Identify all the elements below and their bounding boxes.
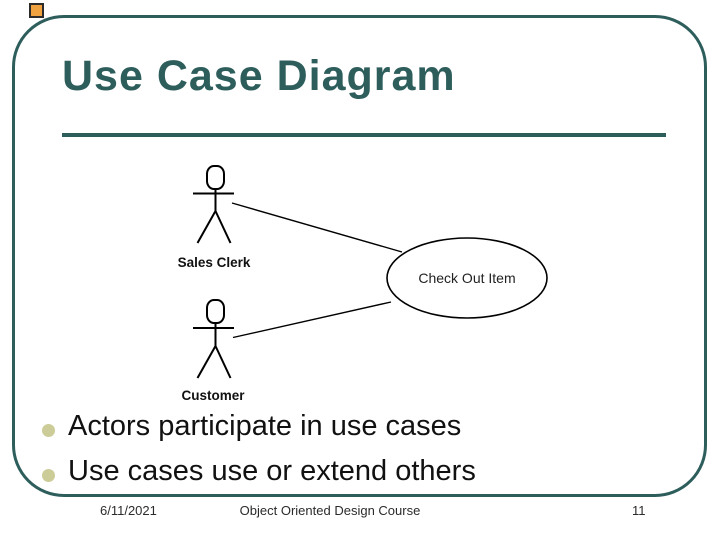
bullet-item-1: Actors participate in use cases	[42, 410, 461, 443]
association-line-customer	[232, 301, 392, 339]
association-line-salesclerk	[231, 202, 403, 253]
use-case-check-out-item: Check Out Item	[386, 237, 548, 319]
actor-sales-clerk: Sales Clerk	[178, 165, 251, 270]
actor-label-sales-clerk: Sales Clerk	[178, 255, 251, 270]
actor-head-icon	[206, 165, 225, 190]
bullet-icon	[42, 469, 55, 482]
use-case-ellipse	[386, 237, 548, 319]
template-corner-square-icon	[29, 3, 44, 18]
actor-head-icon	[206, 299, 225, 324]
footer-date: 6/11/2021	[100, 503, 157, 518]
footer-course-name: Object Oriented Design Course	[239, 503, 421, 518]
bullet-text-1: Actors participate in use cases	[68, 410, 462, 442]
footer-page-number: 11	[632, 503, 646, 518]
actor-left-leg-icon	[196, 210, 217, 244]
actor-label-customer: Customer	[181, 388, 245, 403]
bullet-item-2: Use cases use or extend others	[42, 455, 476, 488]
actor-customer: Customer	[181, 299, 245, 403]
actor-left-leg-icon	[196, 345, 217, 379]
slide-title: Use Case Diagram	[62, 52, 456, 100]
bullet-icon	[42, 424, 55, 437]
slide-border-frame	[12, 15, 707, 497]
title-underline-rule	[62, 133, 666, 137]
actor-right-leg-icon	[214, 345, 232, 379]
use-case-label: Check Out Item	[418, 270, 515, 286]
bullet-text-2: Use cases use or extend others	[68, 455, 476, 487]
actor-right-leg-icon	[214, 210, 232, 244]
